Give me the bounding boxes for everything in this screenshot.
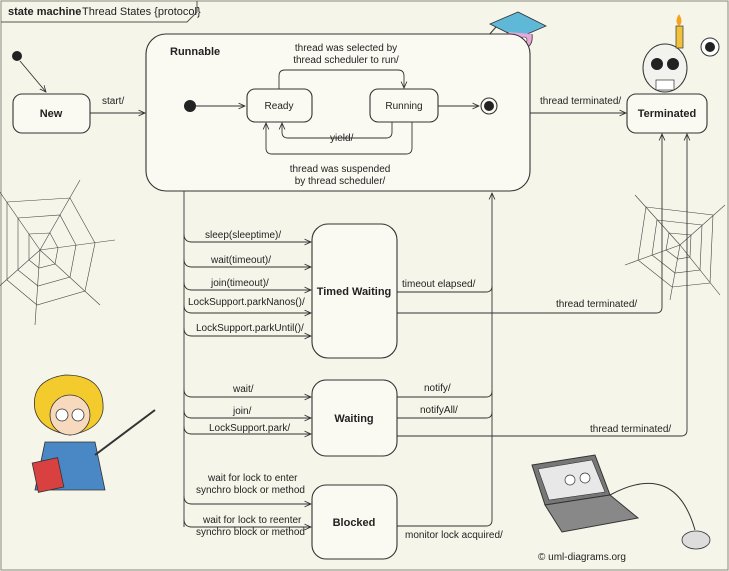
edge-park-until bbox=[183, 327, 311, 336]
label-lock-reenter-2: synchro block or method bbox=[196, 527, 305, 538]
edge-selected bbox=[278, 69, 404, 89]
edge-join bbox=[183, 409, 311, 418]
label-timeout-elapsed: timeout elapsed/ bbox=[402, 279, 476, 290]
runnable-final-state bbox=[480, 97, 498, 115]
frame-keyword: state machine bbox=[8, 6, 81, 18]
label-terminated-waiting: thread terminated/ bbox=[590, 424, 671, 435]
edge-wait bbox=[183, 388, 311, 397]
state-ready-label: Ready bbox=[265, 101, 294, 112]
label-selected-2: thread scheduler to run/ bbox=[293, 55, 399, 66]
state-waiting-label: Waiting bbox=[334, 413, 373, 425]
skull-candle-icon bbox=[642, 14, 720, 93]
label-lock-reenter-1: wait for lock to reenter bbox=[202, 515, 302, 526]
label-sleep: sleep(sleeptime)/ bbox=[205, 230, 281, 241]
label-lock-enter-2: synchro block or method bbox=[196, 485, 305, 496]
label-suspended-1: thread was suspended bbox=[290, 164, 391, 175]
state-new-label: New bbox=[40, 108, 63, 120]
frame-title: Thread States {protocol} bbox=[82, 6, 201, 18]
edge-waiting-terminated bbox=[397, 134, 687, 437]
edge-monitor-acquired bbox=[397, 519, 493, 527]
edge-timed-terminated bbox=[397, 134, 662, 314]
edge-notify bbox=[397, 390, 493, 398]
label-notify: notify/ bbox=[424, 383, 451, 394]
state-terminated[interactable]: Terminated bbox=[626, 93, 708, 134]
label-join: join/ bbox=[232, 406, 252, 417]
label-wait-timeout: wait(timeout)/ bbox=[210, 255, 271, 266]
edge-sleep bbox=[183, 233, 311, 242]
edge-lock-reenter bbox=[183, 518, 311, 527]
laptop-icon bbox=[531, 454, 696, 533]
spider-web-icon bbox=[0, 179, 116, 326]
state-blocked[interactable]: Blocked bbox=[311, 484, 398, 560]
edge-yield bbox=[282, 122, 393, 139]
state-ready[interactable]: Ready bbox=[246, 88, 313, 123]
state-blocked-label: Blocked bbox=[333, 517, 376, 529]
state-waiting[interactable]: Waiting bbox=[311, 379, 398, 457]
label-park: LockSupport.park/ bbox=[209, 423, 290, 434]
label-join-timeout: join(timeout)/ bbox=[210, 278, 269, 289]
state-runnable[interactable]: Runnable bbox=[145, 33, 531, 192]
state-terminated-label: Terminated bbox=[638, 108, 696, 120]
label-selected-1: thread was selected by bbox=[295, 43, 397, 54]
label-monitor-acquired: monitor lock acquired/ bbox=[405, 530, 503, 541]
edge-suspended bbox=[266, 122, 413, 155]
mouse-icon bbox=[681, 530, 711, 550]
edge-timeout-elapsed bbox=[397, 285, 493, 293]
edge-wait-timeout bbox=[183, 258, 311, 267]
teacher-girl-icon bbox=[31, 374, 156, 493]
state-timed-waiting[interactable]: Timed Waiting bbox=[311, 223, 398, 359]
label-notify-all: notifyAll/ bbox=[420, 405, 458, 416]
frame-tab bbox=[1, 1, 198, 23]
label-lock-enter-1: wait for lock to enter bbox=[207, 473, 298, 484]
label-start: start/ bbox=[102, 96, 124, 107]
initial-state bbox=[12, 51, 22, 61]
state-new[interactable]: New bbox=[12, 93, 91, 134]
edge-notify-all bbox=[397, 411, 493, 419]
label-park-nanos: LockSupport.parkNanos()/ bbox=[188, 297, 305, 308]
edge-park-nanos bbox=[183, 304, 311, 313]
label-terminated-timed: thread terminated/ bbox=[556, 299, 637, 310]
edge-park bbox=[183, 425, 311, 434]
state-running-label: Running bbox=[385, 101, 422, 112]
state-timed-waiting-label: Timed Waiting bbox=[317, 286, 392, 298]
watermark: © uml-diagrams.org bbox=[538, 552, 626, 563]
spider-web-icon bbox=[624, 194, 726, 301]
label-park-until: LockSupport.parkUntil()/ bbox=[196, 323, 304, 334]
label-suspended-2: by thread scheduler/ bbox=[295, 176, 386, 187]
label-terminated-runnable: thread terminated/ bbox=[540, 96, 621, 107]
state-runnable-label: Runnable bbox=[170, 46, 220, 58]
label-wait: wait/ bbox=[232, 384, 254, 395]
runnable-initial-state bbox=[184, 100, 196, 112]
label-yield: yield/ bbox=[330, 133, 354, 144]
edge-join-timeout bbox=[183, 281, 311, 290]
edge-lock-enter bbox=[183, 495, 311, 504]
edge-initial-new bbox=[19, 60, 46, 92]
state-running[interactable]: Running bbox=[369, 88, 439, 123]
